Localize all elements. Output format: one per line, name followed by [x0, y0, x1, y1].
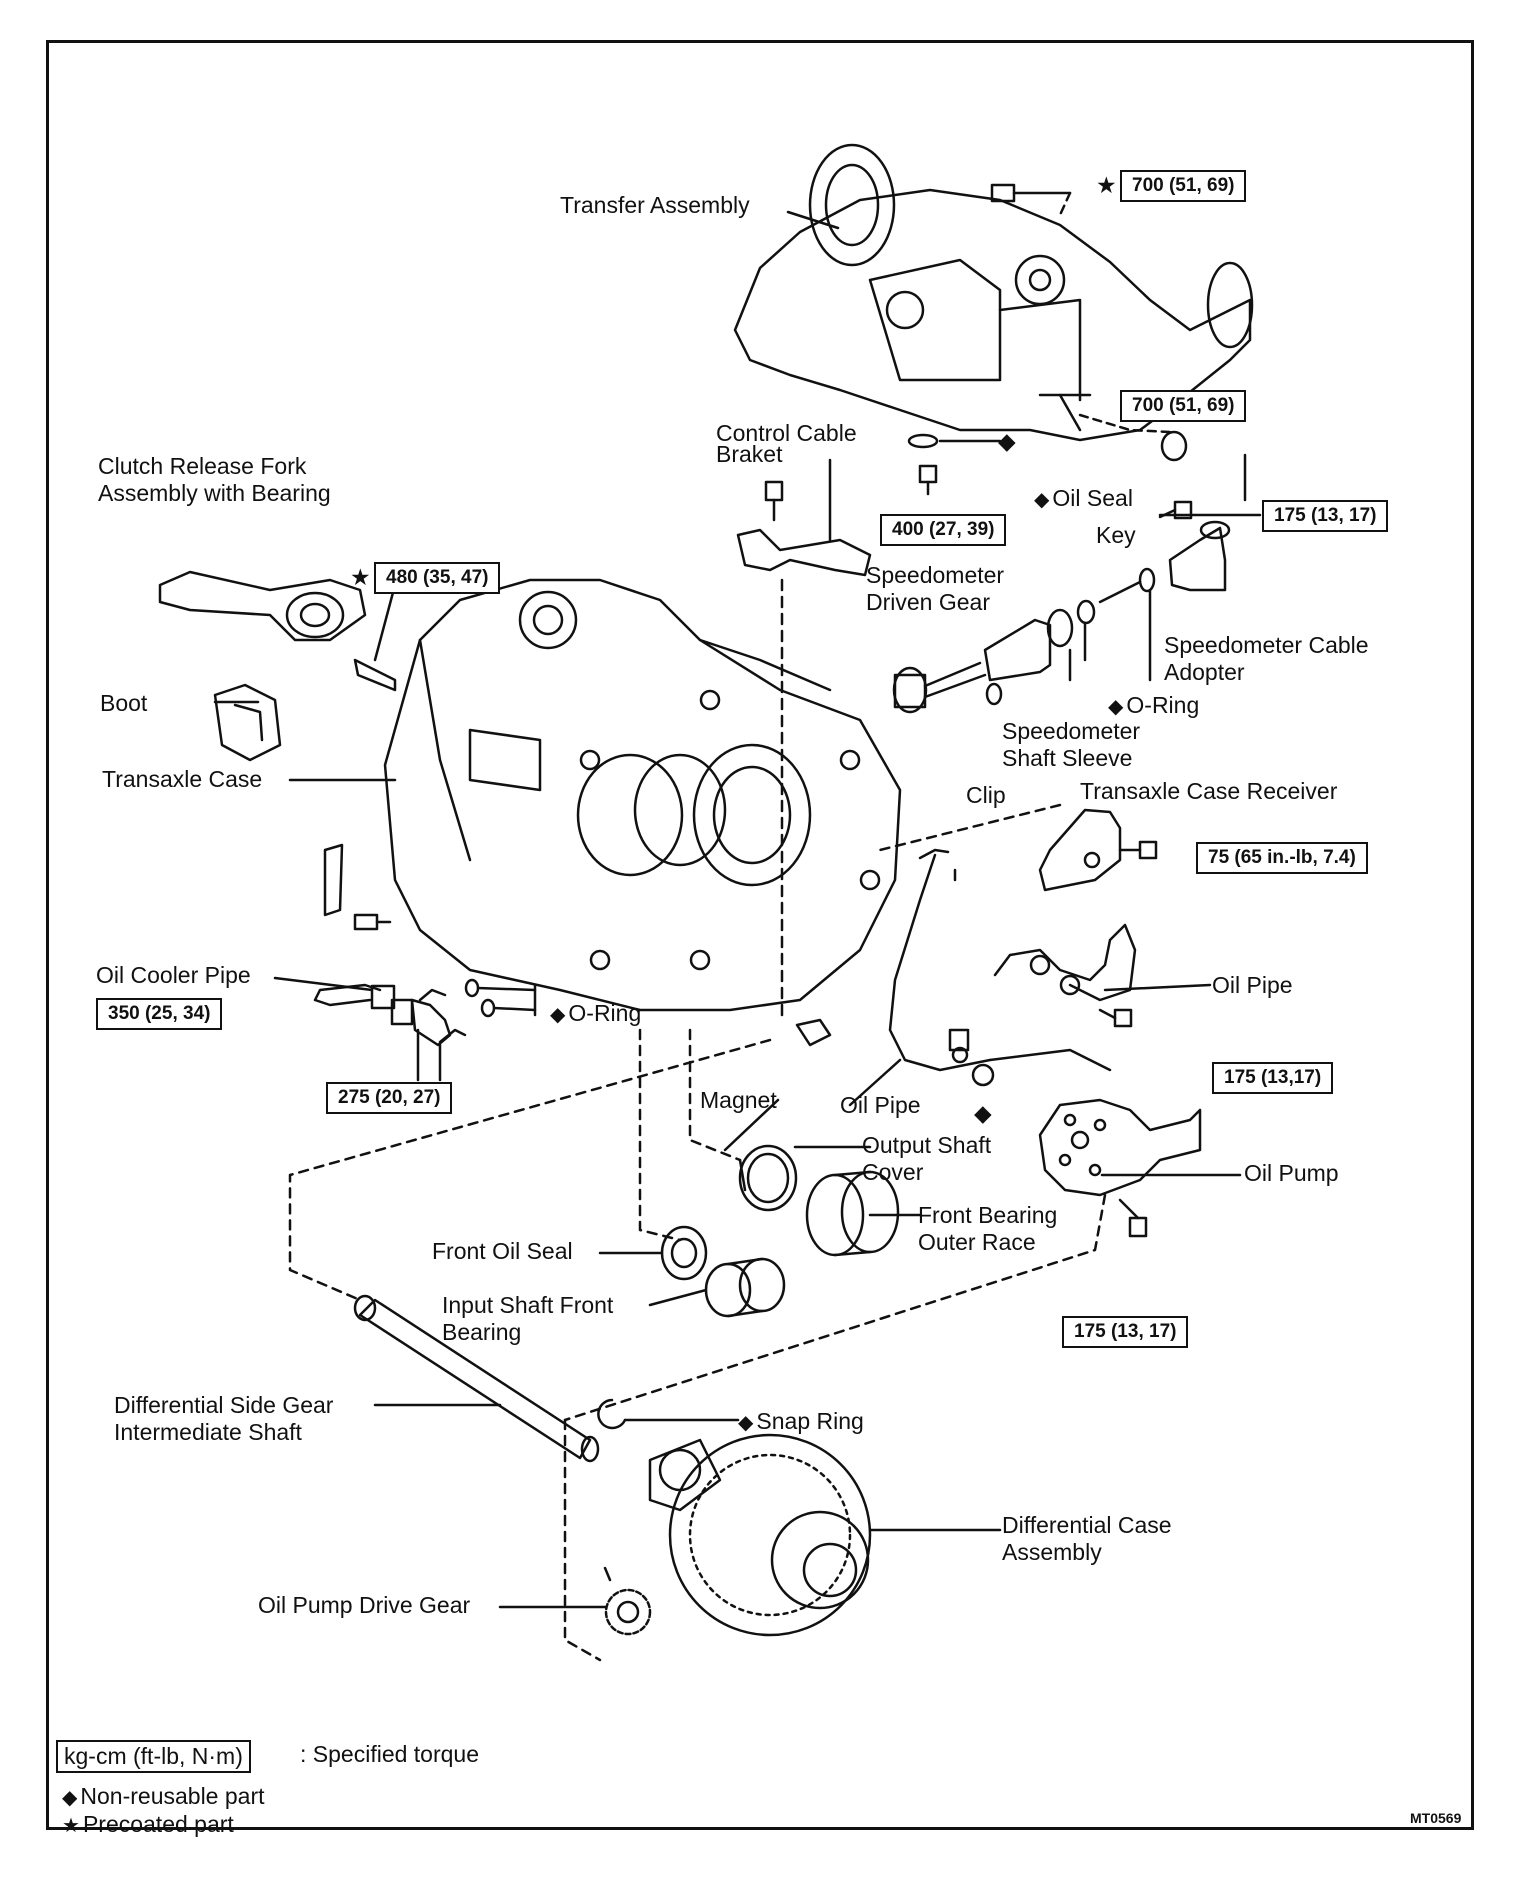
label-front-oil-seal: Front Oil Seal: [432, 1238, 573, 1264]
snap-ring-drawing: [597, 1398, 627, 1430]
precoated-mark-480: ★: [350, 564, 371, 590]
figure-code: MT0569: [1410, 1810, 1462, 1826]
transfer-bolt-top: [990, 183, 1072, 203]
torque-700-top: 700 (51, 69): [1120, 170, 1247, 202]
label-speedometer-cable-adopter: Speedometer Cable Adopter: [1164, 632, 1369, 685]
label-oil-seal: ◆Oil Seal: [1034, 485, 1133, 511]
label-output-shaft-cover: Output Shaft Cover: [862, 1132, 992, 1185]
label-key: Key: [1096, 522, 1136, 548]
output-shaft-cover-drawing: [738, 1144, 798, 1212]
label-speedometer-driven-gear: Speedometer Driven Gear: [866, 562, 1005, 615]
precoated-mark-700: ★: [1096, 172, 1117, 198]
boot-drawing: [213, 683, 282, 762]
label-control-cable-braket: Control Cable Braket: [716, 420, 857, 467]
transaxle-case-receiver-drawing: [1038, 808, 1122, 892]
torque-350: 350 (25, 34): [96, 998, 223, 1030]
torque-175-speedo: 175 (13, 17): [1262, 500, 1389, 532]
oil-pump-drive-gear-drawing: [603, 1566, 652, 1636]
label-clip: Clip: [966, 782, 1006, 808]
torque-480: 480 (35, 47): [374, 562, 501, 594]
label-oil-cooler-pipe: Oil Cooler Pipe: [96, 962, 251, 988]
clutch-release-fork-drawing: [158, 570, 367, 642]
label-transfer-assembly: Transfer Assembly: [560, 192, 750, 218]
legend-torque-desc: : Specified torque: [300, 1741, 480, 1767]
legend-torque-unit: kg-cm (ft-lb, N·m): [56, 1740, 251, 1773]
speedometer-cable-adopter-drawing: [1168, 520, 1231, 592]
torque-700-mid: 700 (51, 69): [1120, 390, 1247, 422]
label-oil-pipe-center: Oil Pipe: [840, 1092, 921, 1118]
transfer-nut: [1160, 430, 1188, 462]
control-cable-bracket-drawing: [736, 458, 872, 577]
label-snap-ring: ◆Snap Ring: [738, 1408, 864, 1434]
label-oil-pump-drive-gear: Oil Pump Drive Gear: [258, 1592, 471, 1618]
torque-175-pipe: 175 (13,17): [1212, 1062, 1334, 1094]
label-oil-pipe-right: Oil Pipe: [1212, 972, 1293, 998]
label-speedometer-shaft-sleeve: Speedometer Shaft Sleeve: [1002, 718, 1141, 771]
non-reusable-mark-gasket: ◆: [974, 1100, 992, 1126]
differential-side-gear-shaft-drawing: [353, 1294, 600, 1463]
oil-pipe-center-drawing: [888, 848, 1112, 1072]
transfer-assembly-drawing: [733, 143, 1254, 442]
torque-75: 75 (65 in.-lb, 7.4): [1196, 842, 1368, 874]
label-differential-case-assembly: Differential Case Assembly: [1002, 1512, 1172, 1565]
label-differential-side-gear-shaft: Differential Side Gear Intermediate Shaf…: [114, 1392, 334, 1445]
differential-case-drawing: [648, 1433, 872, 1637]
oil-cooler-pipe-drawing: [313, 983, 414, 1026]
label-transaxle-case: Transaxle Case: [102, 766, 263, 792]
input-shaft-front-bearing-drawing: [704, 1257, 786, 1318]
torque-275: 275 (20, 27): [326, 1082, 453, 1114]
oil-pump-drawing: [1038, 1098, 1202, 1197]
diagram-frame: [46, 40, 1474, 1830]
label-front-bearing-outer-race: Front Bearing Outer Race: [918, 1202, 1058, 1255]
label-input-shaft-front-bearing: Input Shaft Front Bearing: [442, 1292, 614, 1345]
label-clutch-release-fork: Clutch Release Fork Assembly with Bearin…: [98, 453, 331, 506]
label-o-ring-upper: ◆O-Ring: [1108, 692, 1200, 718]
front-oil-seal-drawing: [660, 1225, 708, 1281]
speedometer-driven-gear-drawing: [892, 661, 987, 714]
legend-precoated: ★Precoated part: [62, 1811, 234, 1837]
torque-400: 400 (27, 39): [880, 514, 1007, 546]
oil-pipe-right-drawing: [993, 923, 1137, 1002]
front-bearing-outer-race-drawing: [805, 1170, 900, 1257]
non-reusable-mark-washer: ◆: [998, 428, 1016, 454]
label-magnet: Magnet: [700, 1087, 777, 1113]
label-transaxle-case-receiver: Transaxle Case Receiver: [1080, 778, 1338, 804]
label-oil-pump: Oil Pump: [1244, 1160, 1339, 1186]
magnet-drawing: [795, 1018, 832, 1047]
torque-175-pump: 175 (13, 17): [1062, 1316, 1189, 1348]
label-o-ring-lower: ◆O-Ring: [550, 1000, 642, 1026]
transaxle-case-drawing: [383, 578, 902, 1012]
label-boot: Boot: [100, 690, 148, 716]
legend-non-reusable: ◆Non-reusable part: [62, 1783, 265, 1809]
speedometer-shaft-sleeve-drawing: [983, 608, 1074, 682]
